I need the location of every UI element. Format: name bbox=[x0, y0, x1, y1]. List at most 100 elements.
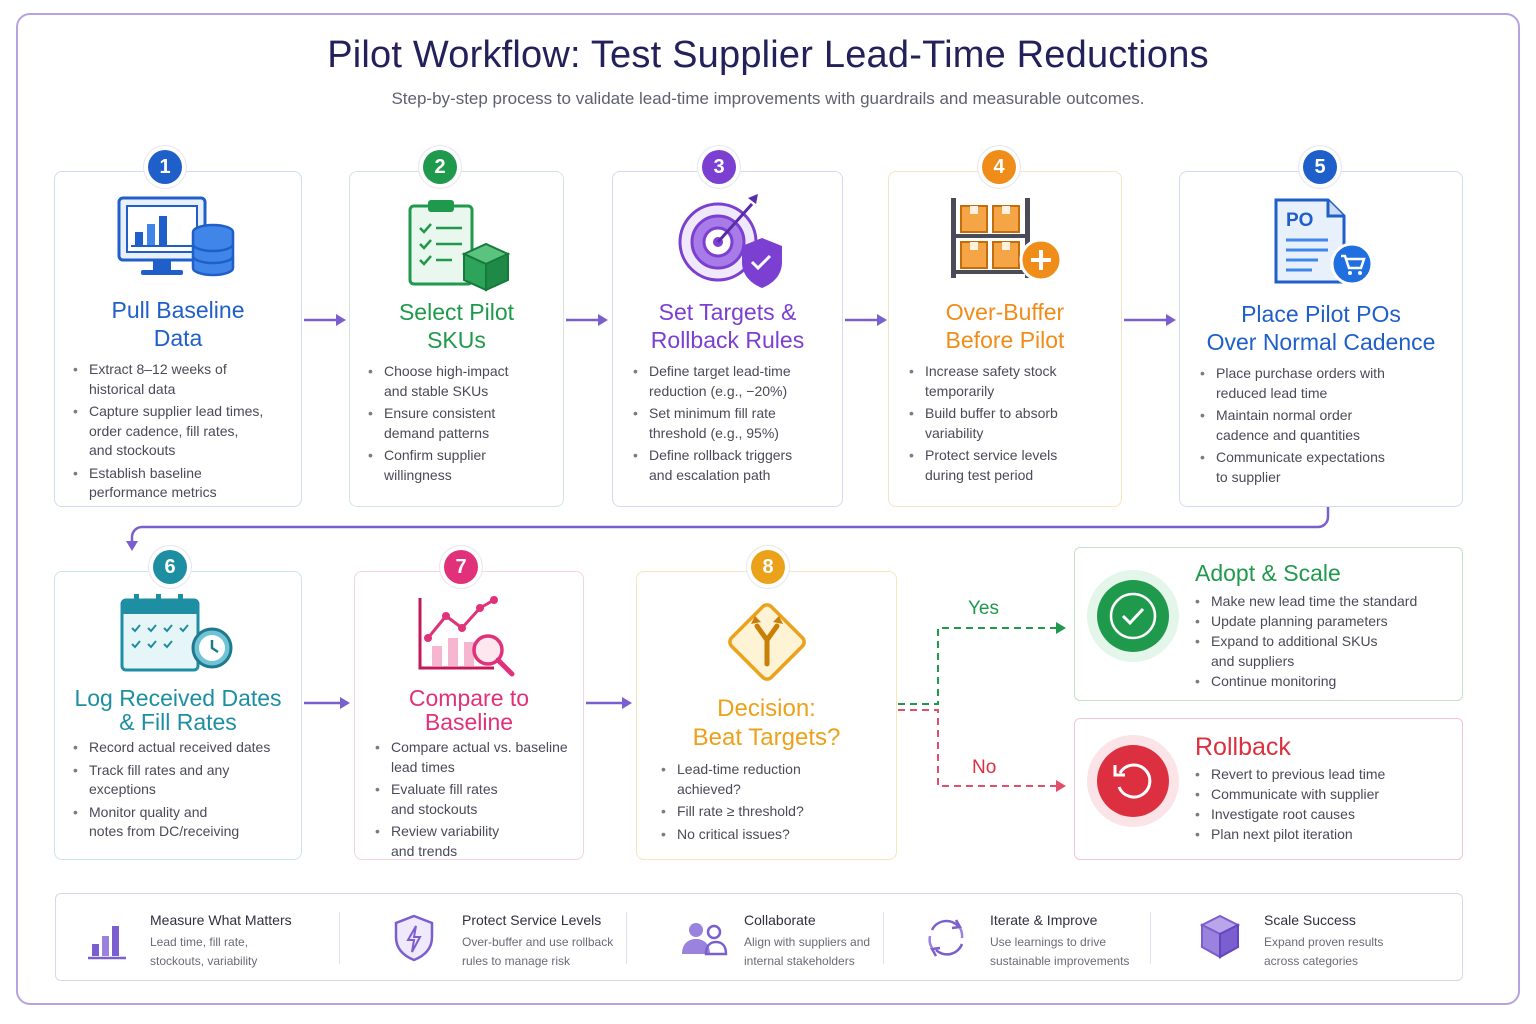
step-title-6: Log Received Dates & Fill Rates bbox=[74, 685, 282, 735]
principle-measure: Measure What Matters Lead time, fill rat… bbox=[82, 894, 332, 980]
divider bbox=[626, 912, 627, 964]
flow-arrow-1-2 bbox=[304, 314, 346, 326]
outcome-rollback-bullets: Revert to previous lead time Communicate… bbox=[1195, 764, 1457, 844]
outcome-adopt-card: Adopt & Scale Make new lead time the sta… bbox=[1074, 547, 1463, 701]
chart-magnifier-icon bbox=[355, 594, 583, 680]
page-title: Pilot Workflow: Test Supplier Lead-Time … bbox=[327, 34, 1209, 76]
purchase-order-cart-icon: PO bbox=[1180, 196, 1462, 290]
principle-desc: Lead time, fill rate, stockouts, variabi… bbox=[150, 935, 258, 968]
principle-desc: Align with suppliers and internal stakeh… bbox=[744, 935, 871, 968]
list-item: Continue monitoring bbox=[1195, 671, 1457, 691]
list-item: Extract 8–12 weeks of historical data bbox=[73, 360, 293, 399]
monitor-database-icon bbox=[55, 194, 301, 286]
list-item: Update planning parameters bbox=[1195, 611, 1457, 631]
list-item: Set minimum fill rate threshold (e.g., 9… bbox=[633, 404, 837, 443]
list-item: Protect service levels during test perio… bbox=[909, 446, 1117, 485]
list-item: Establish baseline performance metrics bbox=[73, 464, 293, 503]
principle-desc: Over-buffer and use rollback rules to ma… bbox=[462, 935, 614, 968]
step-bullets-6: Record actual received dates Track fill … bbox=[73, 738, 301, 845]
page-subtitle: Step-by-step process to validate lead-ti… bbox=[391, 89, 1145, 108]
principle-desc: Use learnings to drive sustainable impro… bbox=[990, 935, 1130, 968]
outcome-rollback-title: Rollback bbox=[1195, 733, 1291, 761]
check-circle-icon bbox=[1087, 570, 1179, 662]
step-bullets-7: Compare actual vs. baseline lead times E… bbox=[375, 738, 581, 864]
step-title-3: Set Targets & Rollback Rules bbox=[650, 299, 805, 353]
flow-arrow-2-3 bbox=[566, 314, 608, 326]
step-card-6: 6 Log Received Dates & Fill Rates Record… bbox=[54, 550, 302, 860]
step-badge-4: 4 bbox=[982, 150, 1016, 184]
step-card-2: 2 Select Pilot SKUs Choose high-impact a… bbox=[349, 150, 564, 507]
step-bullets-2: Choose high-impact and stable SKUs Ensur… bbox=[368, 362, 558, 488]
cycle-arrows-icon bbox=[928, 919, 964, 957]
step-badge-6: 6 bbox=[153, 550, 187, 584]
warehouse-shelf-plus-icon bbox=[889, 196, 1121, 286]
list-item: Expand to additional SKUs and suppliers bbox=[1195, 631, 1457, 671]
divider bbox=[339, 912, 340, 964]
principle-title: Iterate & Improve bbox=[990, 912, 1098, 928]
list-item: Increase safety stock temporarily bbox=[909, 362, 1117, 401]
outcome-adopt-bullets: Make new lead time the standard Update p… bbox=[1195, 591, 1457, 691]
principle-scale: Scale Success Expand proven results acro… bbox=[1192, 894, 1442, 980]
list-item: Define rollback triggers and escalation … bbox=[633, 446, 837, 485]
step-title-8: Decision: Beat Targets? bbox=[692, 695, 841, 751]
step-badge-3: 3 bbox=[702, 150, 736, 184]
step-bullets-4: Increase safety stock temporarily Build … bbox=[909, 362, 1117, 488]
list-item: Lead-time reduction achieved? bbox=[661, 760, 891, 799]
step-bullets-1: Extract 8–12 weeks of historical data Ca… bbox=[73, 360, 293, 506]
step-card-7: 7 Compare to Baseline Compare actual vs.… bbox=[354, 550, 584, 860]
step-title-1: Pull Baseline Data bbox=[111, 297, 245, 351]
step-card-1: 1 Pull Baseline Data Extract 8–12 weeks … bbox=[54, 150, 302, 507]
list-item: Review variability and trends bbox=[375, 822, 581, 861]
list-item: Build buffer to absorb variability bbox=[909, 404, 1117, 443]
list-item: Evaluate fill rates and stockouts bbox=[375, 780, 581, 819]
list-item: Confirm supplier willingness bbox=[368, 446, 558, 485]
target-shield-icon bbox=[613, 190, 842, 290]
list-item: Compare actual vs. baseline lead times bbox=[375, 738, 581, 777]
step-card-5: 5 PO Place Pilot POs Over Normal Cadence… bbox=[1179, 150, 1463, 507]
list-item: No critical issues? bbox=[661, 825, 891, 845]
flow-arrow-6-7 bbox=[304, 697, 350, 709]
list-item: Track fill rates and any exceptions bbox=[73, 761, 301, 800]
step-card-8: 8 Decision: Beat Targets? Lead-time redu… bbox=[636, 550, 897, 860]
list-item: Investigate root causes bbox=[1195, 804, 1457, 824]
list-item: Make new lead time the standard bbox=[1195, 591, 1457, 611]
flow-arrow-4-5 bbox=[1124, 314, 1176, 326]
step-badge-5: 5 bbox=[1303, 150, 1337, 184]
principles-footer: Measure What Matters Lead time, fill rat… bbox=[55, 893, 1463, 981]
decision-fork-icon bbox=[637, 594, 896, 690]
clipboard-box-icon bbox=[350, 196, 563, 292]
divider bbox=[1150, 912, 1151, 964]
step-title-4: Over-Buffer Before Pilot bbox=[945, 299, 1065, 353]
branch-no-label: No bbox=[972, 757, 997, 778]
list-item: Communicate expectations to supplier bbox=[1200, 448, 1456, 487]
flow-arrow-3-4 bbox=[845, 314, 887, 326]
divider bbox=[883, 912, 884, 964]
step-bullets-5: Place purchase orders with reduced lead … bbox=[1200, 364, 1456, 490]
principle-title: Measure What Matters bbox=[150, 912, 292, 928]
principle-iterate: Iterate & Improve Use learnings to drive… bbox=[918, 894, 1168, 980]
step-bullets-8: Lead-time reduction achieved? Fill rate … bbox=[661, 760, 891, 847]
flow-arrow-7-8 bbox=[586, 697, 632, 709]
step-bullets-3: Define target lead-time reduction (e.g.,… bbox=[633, 362, 837, 488]
list-item: Place purchase orders with reduced lead … bbox=[1200, 364, 1456, 403]
list-item: Ensure consistent demand patterns bbox=[368, 404, 558, 443]
step-card-3: 3 Set Targets & Rollback Rules Define ta… bbox=[612, 150, 843, 507]
step-card-4: 4 Over-Buffer Before Pilot Increase safe… bbox=[888, 150, 1122, 507]
step-title-7: Compare to Baseline bbox=[408, 685, 530, 735]
step-title-5: Place Pilot POs Over Normal Cadence bbox=[1206, 301, 1436, 355]
list-item: Fill rate ≥ threshold? bbox=[661, 802, 891, 822]
step-badge-1: 1 bbox=[148, 150, 182, 184]
principle-title: Collaborate bbox=[744, 912, 816, 928]
step-badge-7: 7 bbox=[444, 550, 478, 584]
list-item: Choose high-impact and stable SKUs bbox=[368, 362, 558, 401]
step-badge-8: 8 bbox=[751, 550, 785, 584]
principle-title: Protect Service Levels bbox=[462, 912, 602, 928]
list-item: Revert to previous lead time bbox=[1195, 764, 1457, 784]
list-item: Communicate with supplier bbox=[1195, 784, 1457, 804]
list-item: Define target lead-time reduction (e.g.,… bbox=[633, 362, 837, 401]
people-icon bbox=[682, 923, 728, 956]
step-badge-2: 2 bbox=[423, 150, 457, 184]
list-item: Monitor quality and notes from DC/receiv… bbox=[73, 803, 301, 842]
list-item: Plan next pilot iteration bbox=[1195, 824, 1457, 844]
outcome-adopt-title: Adopt & Scale bbox=[1195, 560, 1341, 586]
